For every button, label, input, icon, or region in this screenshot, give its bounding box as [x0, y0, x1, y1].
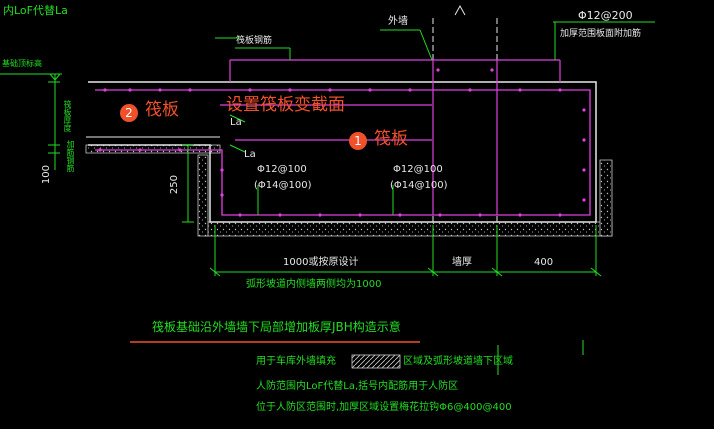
outer-wall-label: 外墙 [388, 16, 408, 27]
note-1: 人防范围内LoF代替La,括号内配筋用于人防区 [256, 381, 459, 392]
dimension-lines [0, 21, 655, 277]
callout-2-badge: 2 [120, 104, 138, 122]
rebar-dots [98, 68, 586, 217]
callout-1-text: 筏板 [374, 129, 408, 149]
cushion-left [85, 144, 221, 154]
top-right-bar: Φ12@200 [578, 9, 633, 22]
cushion-right [599, 159, 613, 237]
set-section-label: 设置筏板变截面 [226, 95, 345, 115]
top-right-note: 加厚范围板面附加筋 [560, 29, 642, 39]
note-2: 位于人防区范围时,加厚区域设置梅花拉钩Φ6@400@400 [256, 402, 512, 413]
dim-wall: 墙厚 [452, 257, 472, 268]
bar-mid: Φ12@100 [393, 164, 443, 175]
callout-1-badge: 1 [349, 132, 367, 150]
la-label-2: La [244, 149, 256, 160]
base-elev-label: 基础顶标高 [2, 59, 42, 68]
dim-250: 250 [169, 175, 180, 195]
cushion-bottom [204, 221, 613, 237]
la-label-1: La [230, 117, 242, 128]
cushion-step [197, 154, 209, 237]
break-mark [454, 4, 466, 16]
dim-100: 100 [41, 165, 52, 185]
pile-rebar-label: 加筋钢筋 [66, 140, 75, 172]
bar-left-paren: (Φ14@100) [254, 180, 312, 191]
dim-1000: 1000或按原设计 [283, 257, 359, 268]
raft-rebar [95, 89, 591, 216]
raft-thickness-label: 筏板厚度 [63, 100, 72, 132]
legend-right: 区域及弧形坡道墙下区域 [403, 356, 513, 367]
bar-mid-paren: (Φ14@100) [390, 180, 448, 191]
corner-note: 内LoF代替La [3, 4, 68, 17]
callout-2-text: 筏板 [145, 100, 179, 120]
dim-400: 400 [534, 257, 554, 268]
bar-left: Φ12@100 [257, 164, 307, 175]
ramp-note: 弧形坡道内侧墙两侧均为1000 [246, 279, 382, 290]
legend-hatch [351, 354, 401, 369]
diagram-title: 筏板基础沿外墙墙下局部增加板厚JBH构造示意 [152, 320, 401, 334]
top-rebar-label: 筏板钢筋 [236, 36, 273, 46]
legend-left: 用于车库外墙填充 [256, 356, 336, 367]
